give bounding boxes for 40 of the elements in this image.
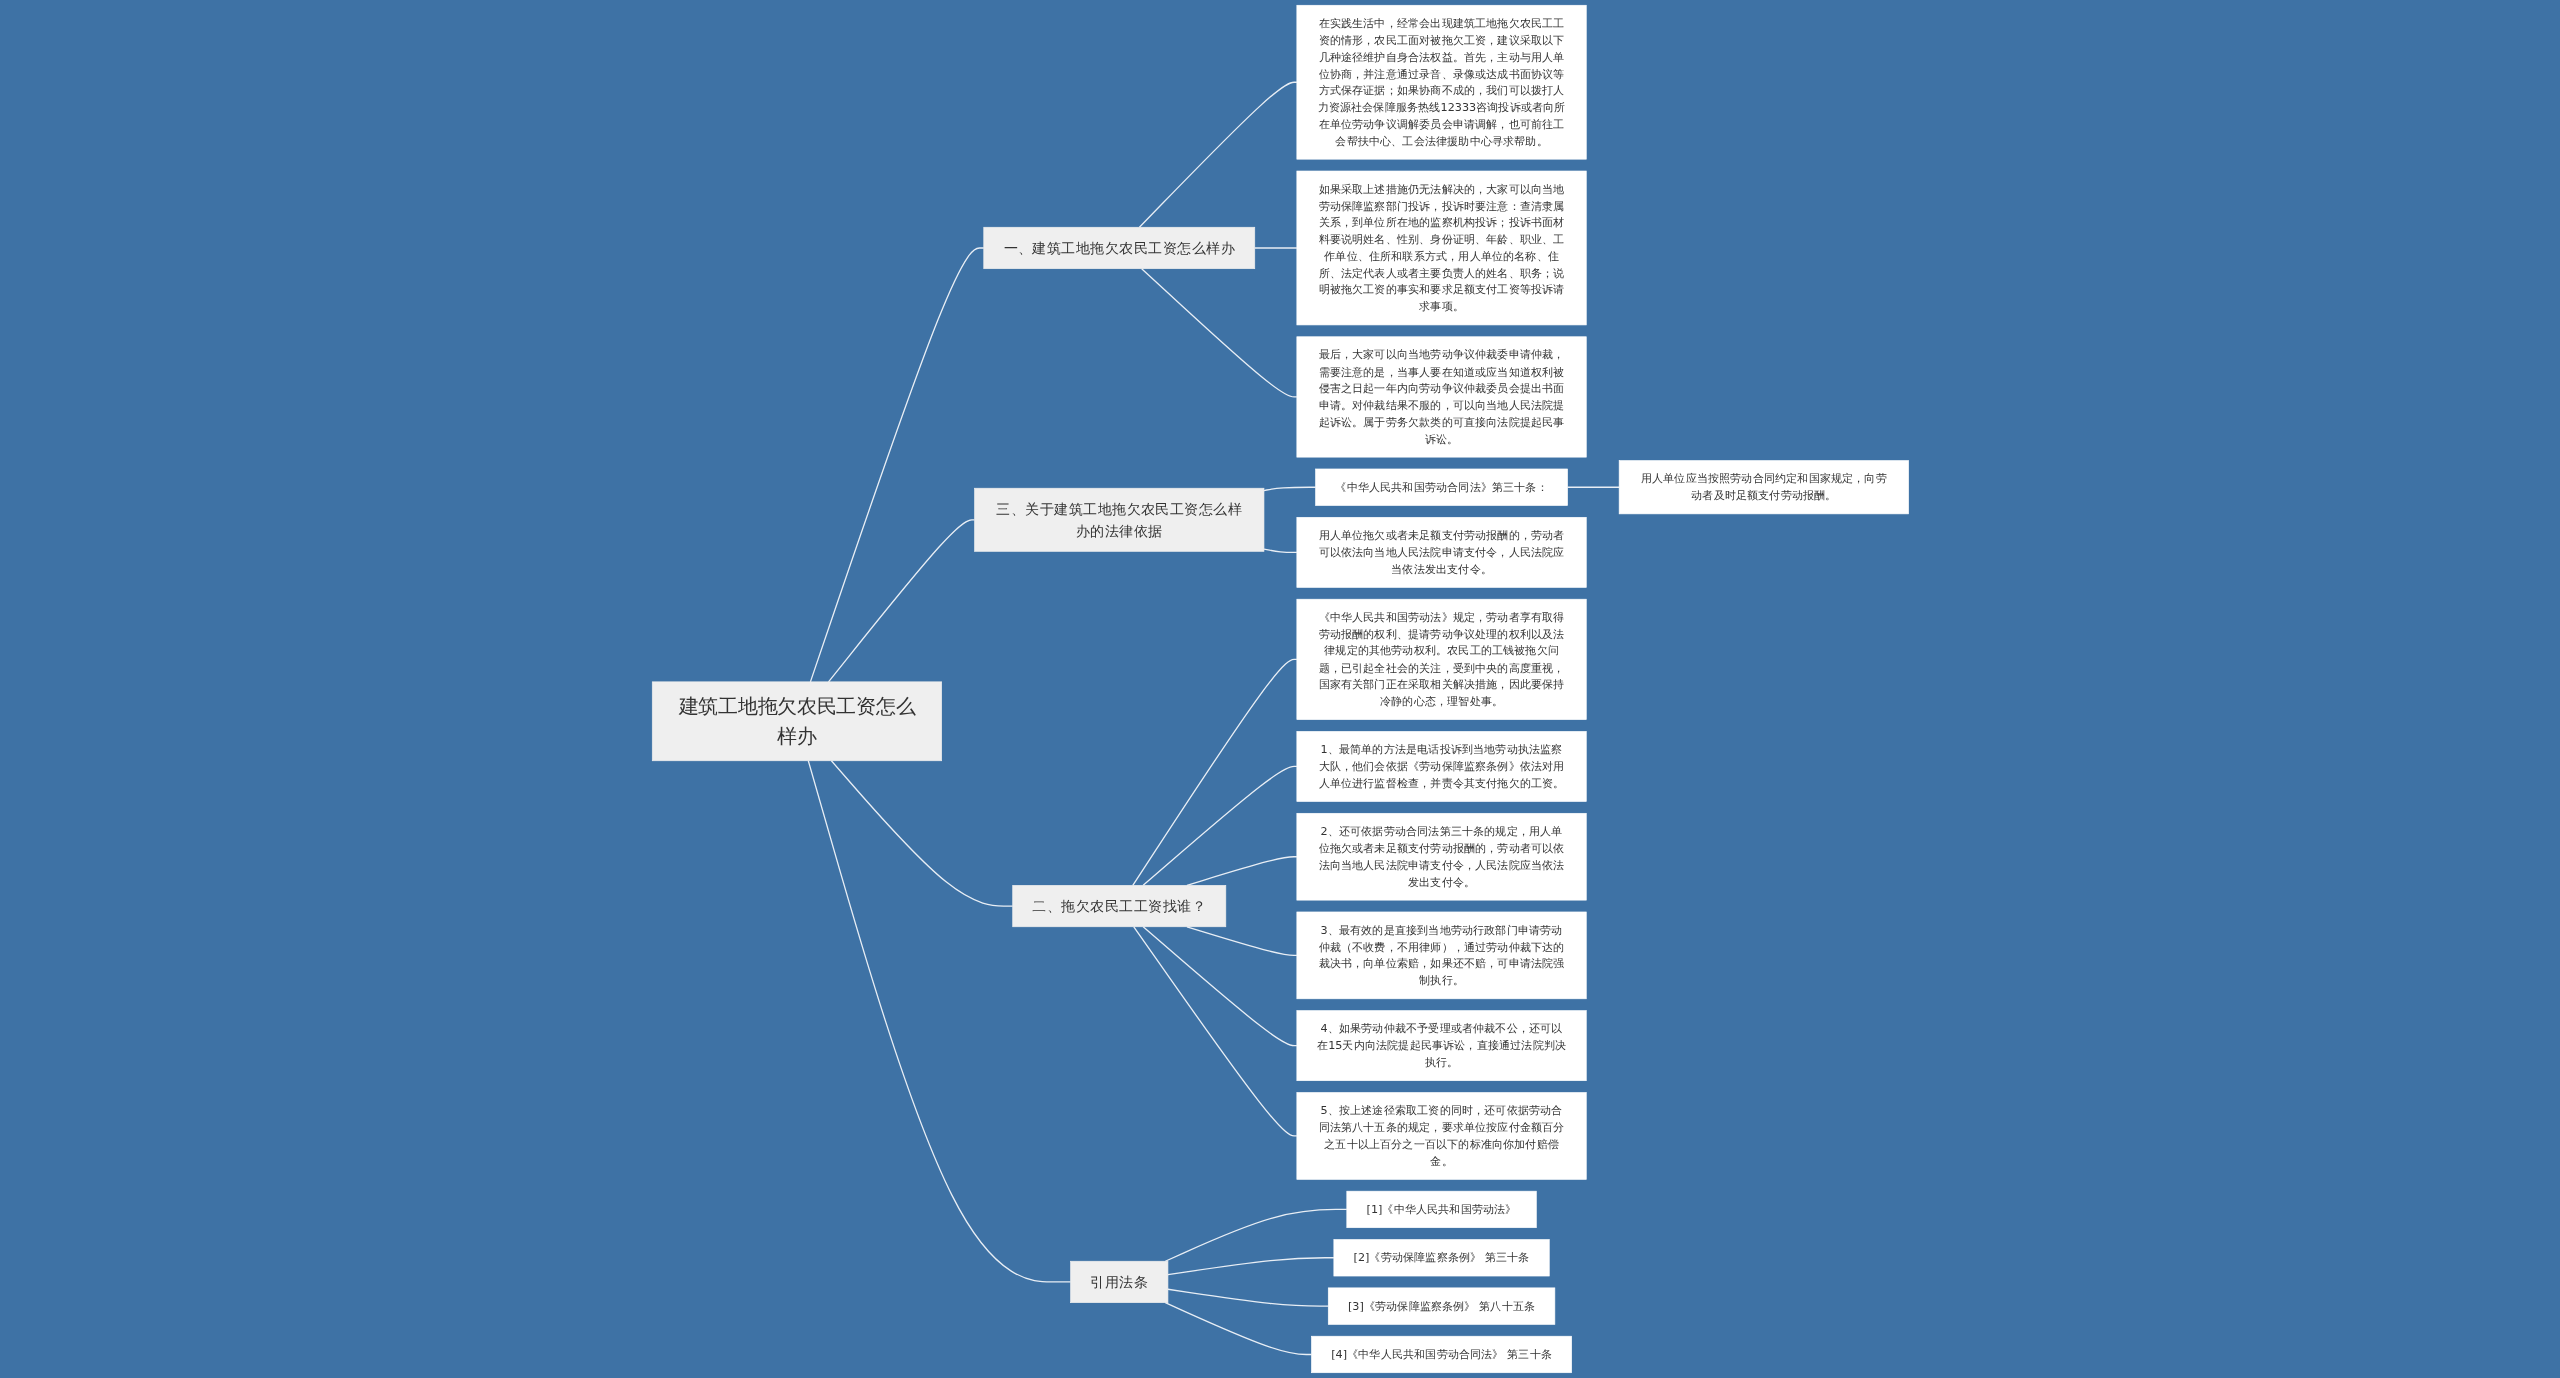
node-box: 用人单位拖欠或者未足额支付劳动报酬的，劳动者可以依法向当地人民法院申请支付令，人民法院应当依法发出支付令。 (1296, 517, 1587, 588)
connector (1142, 765, 1298, 886)
connector (827, 519, 975, 683)
connector (1185, 926, 1298, 957)
connector (1253, 247, 1298, 249)
node-box: 3、最有效的是直接到当地劳动行政部门申请劳动仲裁（不收费，不用律师），通过劳动仲裁下达的裁决书，向单位索赔，如果还不赔，可申请法院强制执行。 (1296, 911, 1587, 1000)
node-box: 4、如果劳动仲裁不予受理或者仲裁不公，还可以在15天内向法院提起民事诉讼，直接通过法院判决执行。 (1296, 1010, 1587, 1081)
connector (1166, 1257, 1335, 1276)
connector (1131, 658, 1298, 886)
connector (1142, 926, 1298, 1047)
node-box: [4]《中华人民共和国劳动合同法》 第三十条 (1310, 1335, 1572, 1374)
node-box: 《中华人民共和国劳动合同法》第三十条： (1314, 468, 1568, 506)
node-box: 一、建筑工地拖欠农民工资怎么样办 (983, 226, 1255, 269)
node-box: [1]《中华人民共和国劳动法》 (1346, 1190, 1537, 1228)
node-box: 1、最简单的方法是电话投诉到当地劳动执法监察大队，他们会依据《劳动保障监察条例》依法对用人单位进行监督检查，并责令其支付拖欠的工资。 (1296, 731, 1587, 802)
node-box: 用人单位应当按照劳动合同约定和国家规定，向劳动者及时足额支付劳动报酬。 (1618, 460, 1909, 515)
node-box: [3]《劳动保障监察条例》 第八十五条 (1327, 1287, 1555, 1325)
node-box: 二、拖欠农民工工资找谁？ (1011, 885, 1226, 928)
node-box: 2、还可依据劳动合同法第三十条的规定，用人单位拖欠或者未足额支付劳动报酬的，劳动者可以依法向当地人民法院申请支付令，人民法院应当依法发出支付令。 (1296, 812, 1587, 901)
node-box: 最后，大家可以向当地劳动争议仲裁委申请仲裁，需要注意的是，当事人要在知道或应当知道权利被侵害之日起一年内向劳动争议仲裁委员会提出书面申请。对仲裁结果不服的，可以向当地人民法院提起诉讼。属于劳务欠款类的可直接向法院提起民事诉讼。 (1296, 336, 1587, 458)
connector (809, 247, 984, 683)
connector (1164, 1302, 1312, 1356)
connector (1132, 926, 1298, 1137)
connector (1566, 486, 1620, 488)
connector (1140, 268, 1298, 398)
node-box: 《中华人民共和国劳动法》规定，劳动者享有取得劳动报酬的权利、提请劳动争议处理的权利以及法律规定的其他劳动权利。农民工的工钱被拖欠问题，已引起全社会的关注，受到中央的高度重视，国家有关部门正在采取相关解决措施，因此要保持冷静的心态，理智处事。 (1296, 598, 1587, 720)
node-box: 建筑工地拖欠农民工资怎么样办 (651, 681, 942, 762)
node-box: 5、按上述途径索取工资的同时，还可依据劳动合同法第八十五条的规定，要求单位按应付金额百分之五十以上百分之一百以下的标准向你加付赔偿金。 (1296, 1092, 1587, 1180)
node-box: 如果采取上述措施仍无法解决的，大家可以向当地劳动保障监察部门投诉，投诉时要注意：查清隶属关系，到单位所在地的监察机构投诉；投诉书面材料要说明姓名、性别、身份证明、年龄、职业、工作单位、住所和联系方式，用人单位的名称、住所、法定代表人或者主要负责人的姓名、职务；说明被拖欠工资的事实和要求足额支付工资等投诉请求事项。 (1296, 170, 1587, 326)
node-box: 三、关于建筑工地拖欠农民工资怎么样办的法律依据 (973, 487, 1264, 552)
connector (1262, 548, 1298, 553)
node-box: 引用法条 (1069, 1260, 1168, 1303)
connector (1262, 486, 1316, 492)
connector (807, 760, 1071, 1283)
connector (830, 760, 1013, 907)
connector (1166, 1288, 1329, 1307)
node-box: [2]《劳动保障监察条例》 第三十条 (1333, 1239, 1550, 1277)
connector (1138, 81, 1298, 228)
node-box: 在实践生活中，经常会出现建筑工地拖欠农民工工资的情形，农民工面对被拖欠工资，建议采取以下几种途径维护自身合法权益。首先，主动与用人单位协商，并注意通过录音、录像或达成书面协议等方式保存证据；如果协商不成的，我们可以拨打人力资源社会保障服务热线12333咨询投诉或者向所在单位劳动争议调解委员会申请调解，也可前往工会帮扶中心、工会法律援助中心寻求帮助。 (1296, 4, 1587, 160)
connector (1164, 1208, 1348, 1262)
